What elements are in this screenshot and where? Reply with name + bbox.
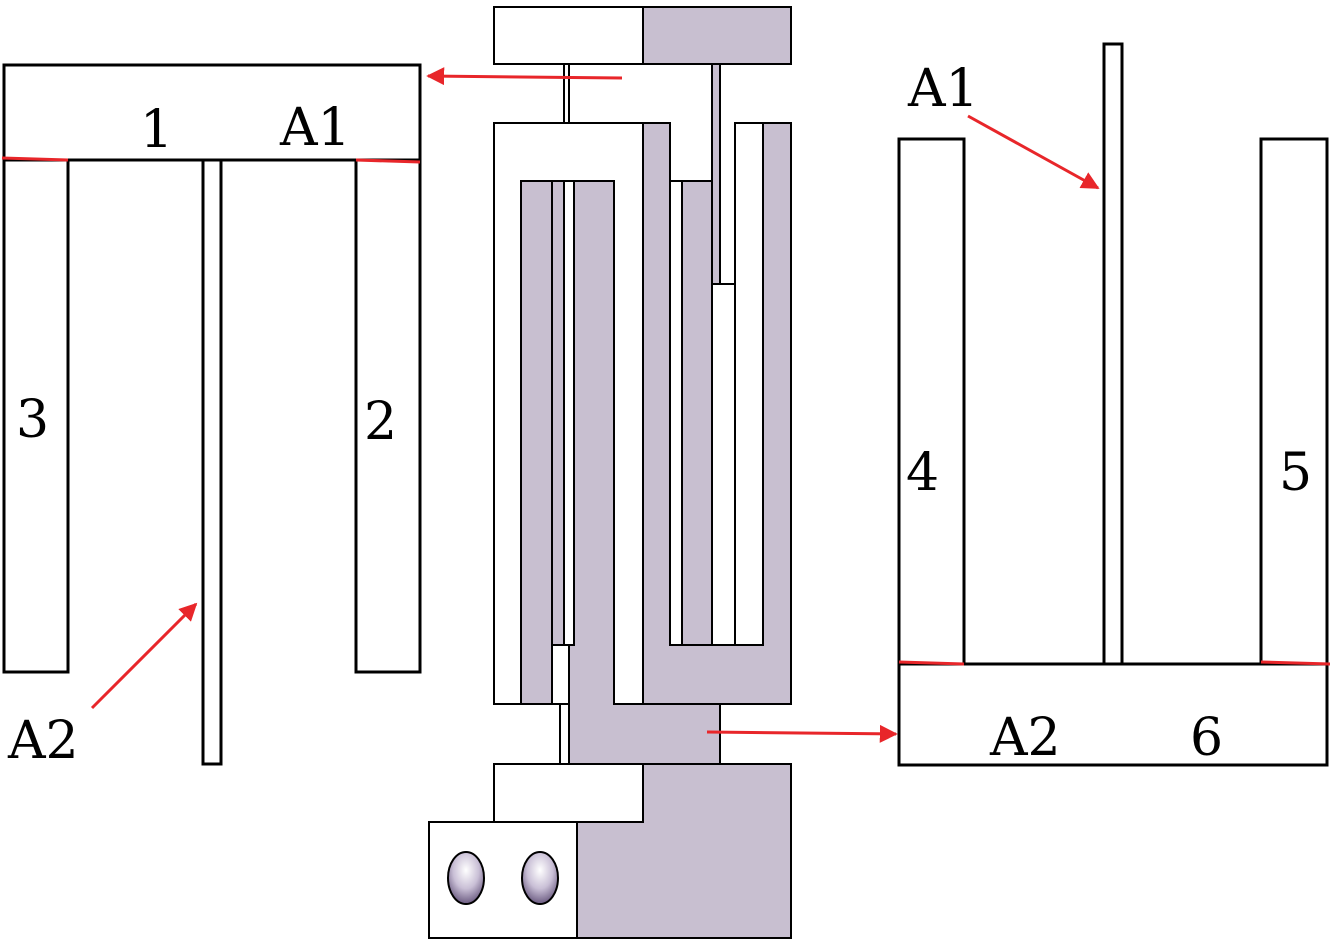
top-block-shaded bbox=[642, 6, 792, 65]
shaded-finger-b bbox=[551, 180, 565, 646]
white-finger-2 bbox=[734, 122, 764, 646]
top-block-white bbox=[493, 6, 644, 65]
a2-thin-beam-left bbox=[201, 158, 223, 766]
mounting-hole-2 bbox=[521, 851, 559, 905]
shaded-finger-c bbox=[681, 180, 713, 646]
label-part-6: 6 bbox=[1190, 708, 1223, 768]
shaded-finger-a bbox=[520, 180, 553, 705]
joint-line-left-b bbox=[355, 158, 421, 164]
top-thin-link-white bbox=[563, 63, 570, 124]
label-a1-left: A1 bbox=[279, 98, 351, 158]
label-part-2: 2 bbox=[364, 392, 397, 452]
label-a2-left: A2 bbox=[7, 711, 79, 771]
label-part-3: 3 bbox=[16, 390, 49, 450]
white-finger-1 bbox=[669, 180, 683, 646]
label-a1-right: A1 bbox=[907, 59, 979, 119]
part-1-beam bbox=[2, 63, 422, 162]
white-finger-left-gap bbox=[563, 180, 575, 646]
arrow-to-left-detail bbox=[426, 67, 623, 86]
white-finger-3 bbox=[711, 283, 736, 646]
arrow-a1-right bbox=[967, 114, 1100, 190]
arrow-to-right-detail bbox=[706, 724, 898, 743]
a1-thin-beam-right bbox=[1102, 42, 1124, 666]
left-detail bbox=[2, 63, 422, 766]
thin-bottom-link bbox=[559, 703, 570, 765]
right-detail bbox=[897, 42, 1329, 767]
part-4-leg bbox=[897, 137, 966, 666]
part-2-leg bbox=[354, 158, 422, 674]
arrow-a2-left bbox=[90, 602, 198, 710]
center-mechanism bbox=[428, 6, 792, 939]
top-thin-link-shaded bbox=[711, 63, 721, 285]
joint-line-right-a bbox=[898, 660, 965, 666]
part-6-beam bbox=[897, 662, 1329, 767]
label-part-1: 1 bbox=[140, 100, 173, 160]
joint-line-left-a bbox=[1, 156, 69, 162]
bottom-block-white-upper bbox=[493, 763, 644, 823]
part-3-leg bbox=[2, 158, 70, 674]
label-part-4: 4 bbox=[906, 443, 939, 503]
joint-line-right-b bbox=[1260, 660, 1330, 666]
label-a2-right: A2 bbox=[989, 708, 1061, 768]
mounting-hole-1 bbox=[447, 851, 485, 905]
part-5-leg bbox=[1259, 137, 1329, 666]
label-part-5: 5 bbox=[1279, 443, 1312, 503]
bottom-block-shaded bbox=[576, 763, 792, 939]
